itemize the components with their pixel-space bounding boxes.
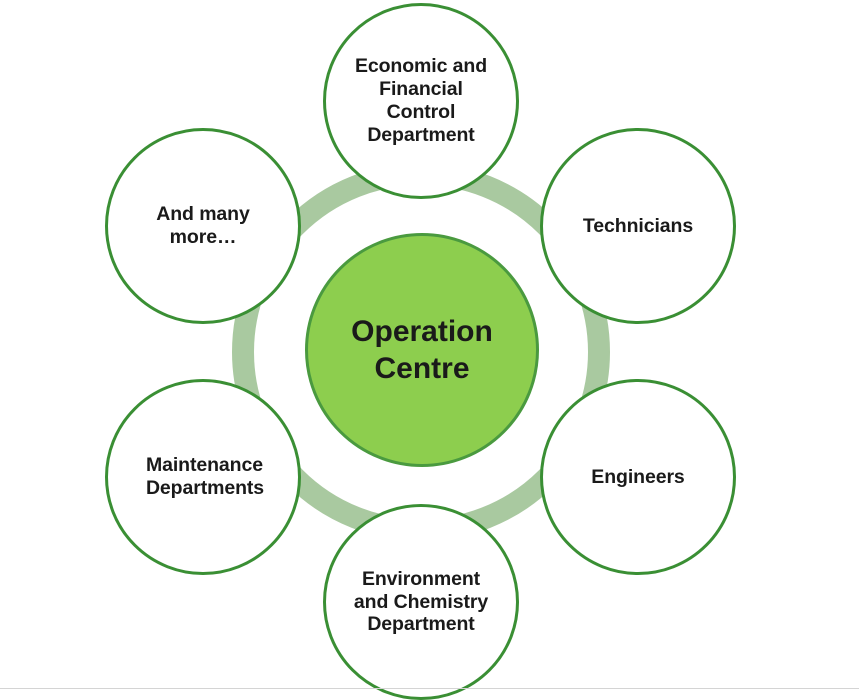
node-technicians[interactable]: Technicians [540,128,736,324]
node-engineers[interactable]: Engineers [540,379,736,575]
node-label-and-many-more: And many more… [156,203,250,248]
node-economic-financial-control-department[interactable]: Economic and Financial Control Departmen… [323,3,519,199]
node-label-operation-centre: Operation Centre [351,314,493,386]
node-label-maintenance-departments: Maintenance Departments [145,454,265,499]
node-and-many-more[interactable]: And many more… [105,128,301,324]
bottom-divider [0,688,859,689]
node-label-technicians: Technicians [582,214,694,237]
node-label-environment-and-chemistry-department: Environment and Chemistry Department [353,567,489,636]
node-maintenance-departments[interactable]: Maintenance Departments [105,379,301,575]
node-label-engineers: Engineers [591,465,685,488]
node-operation-centre[interactable]: Operation Centre [305,233,539,467]
node-label-economic-financial-control-department: Economic and Financial Control Departmen… [354,55,488,146]
node-environment-and-chemistry-department[interactable]: Environment and Chemistry Department [323,504,519,700]
